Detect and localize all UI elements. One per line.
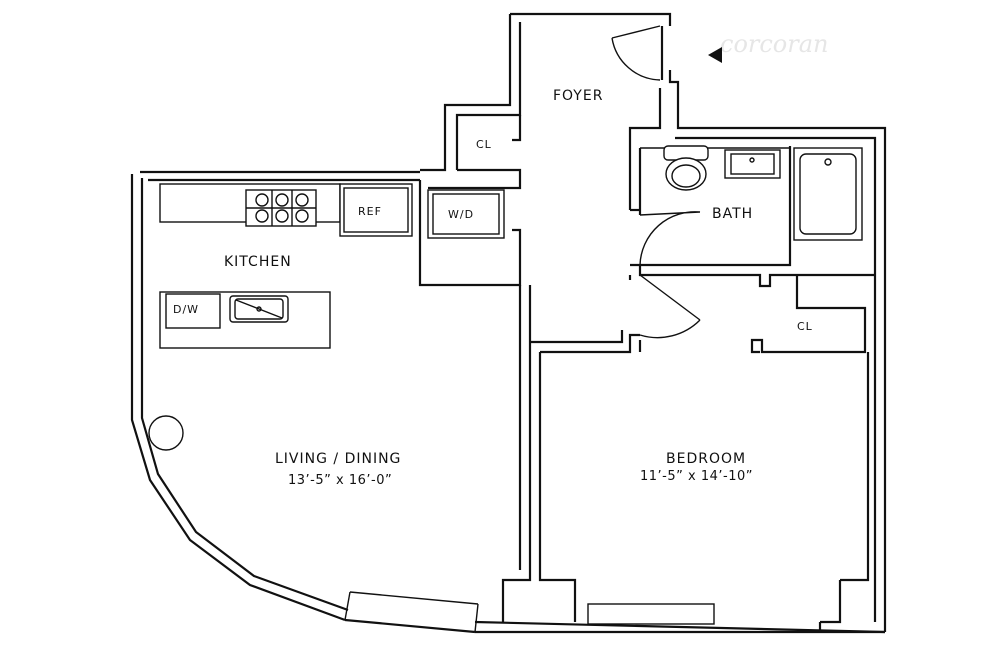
room-dim-bedroom: 11’-5” x 14’-10”	[640, 469, 753, 484]
label-wd: W/D	[448, 208, 474, 221]
room-label-bath: BATH	[712, 206, 753, 222]
doors	[611, 25, 701, 339]
entry-arrow-icon	[708, 47, 722, 63]
bathtub-icon	[793, 147, 863, 241]
column-icon	[148, 415, 184, 451]
stove-icon	[245, 189, 317, 227]
interior-walls	[418, 115, 875, 632]
brand-watermark: corcoran	[720, 30, 829, 58]
dishwasher	[165, 293, 221, 329]
bath-sink-icon	[724, 149, 781, 179]
label-ref: REF	[358, 205, 382, 218]
room-dim-living: 13’-5” x 16’-0”	[288, 473, 392, 488]
sink-icon	[229, 295, 289, 323]
room-label-foyer: FOYER	[553, 88, 603, 104]
room-label-living: LIVING / DINING	[275, 451, 401, 467]
toilet-icon	[663, 145, 709, 191]
room-label-closet-foyer: CL	[476, 138, 492, 151]
room-label-bedroom: BEDROOM	[666, 451, 746, 467]
outer-walls	[130, 12, 887, 634]
room-label-kitchen: KITCHEN	[224, 254, 292, 270]
washer-dryer	[427, 189, 505, 239]
room-label-closet-bedroom: CL	[797, 320, 813, 333]
label-dw: D/W	[173, 303, 199, 316]
refrigerator	[339, 183, 413, 237]
